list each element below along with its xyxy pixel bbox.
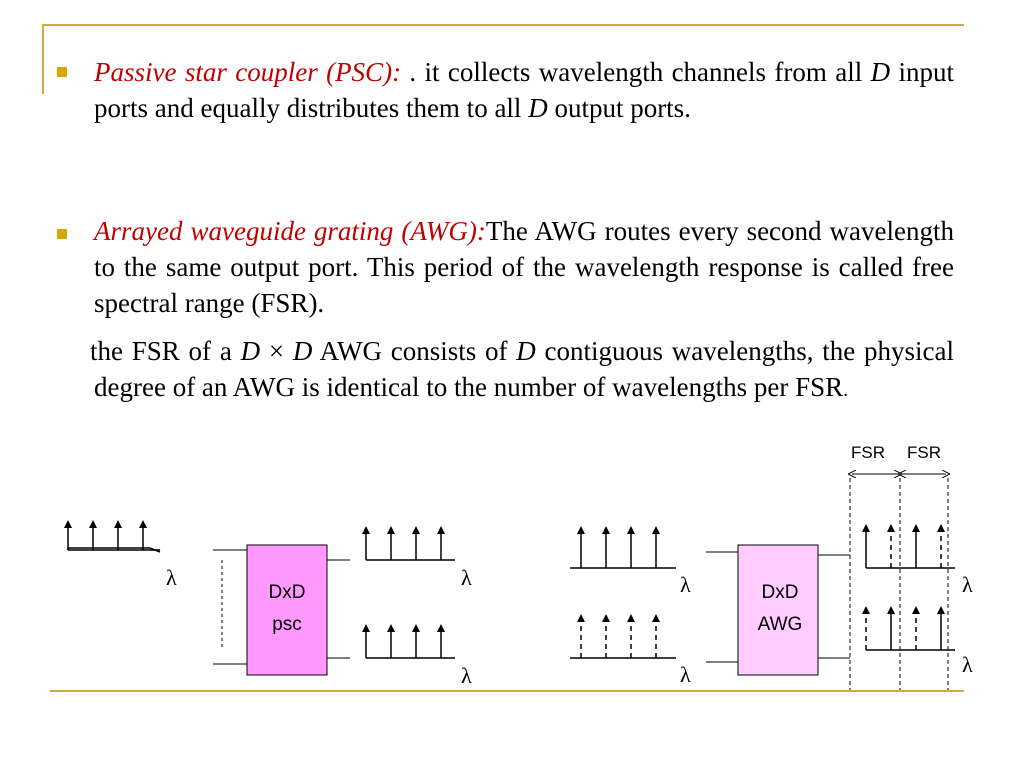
fsr-label: FSR (851, 443, 885, 462)
psc-box (246, 544, 328, 676)
bullet-marker (57, 67, 67, 77)
svg-text:λ: λ (962, 572, 973, 597)
bullet-awg: Arrayed waveguide grating (AWG):The AWG … (94, 216, 954, 318)
svg-text:λ: λ (461, 565, 472, 590)
top-border (42, 24, 964, 26)
psc-output-top: λ (362, 526, 472, 590)
svg-text:AWG: AWG (758, 614, 803, 635)
svg-text:psc: psc (272, 614, 302, 635)
fsr-paragraph: the FSR of a D × D AWG consists of D con… (90, 336, 954, 402)
svg-text:λ: λ (680, 572, 691, 597)
awg-box (737, 544, 819, 676)
awg-input-top: λ (570, 526, 691, 597)
svg-text:λ: λ (461, 663, 472, 688)
awg-input-bottom: λ (570, 614, 691, 687)
svg-text:λ: λ (680, 662, 691, 687)
psc-coupler: DxD psc (213, 544, 350, 676)
fsr-markers: FSR FSR (850, 443, 948, 690)
svg-text:DxD: DxD (762, 582, 799, 603)
awg-output-bottom: λ (862, 606, 973, 677)
psc-output-bottom: λ (362, 624, 472, 688)
awg-output-top: λ (862, 524, 973, 597)
left-border (42, 24, 44, 94)
bullet-psc: Passive star coupler (PSC): . it collect… (94, 57, 954, 123)
input-spectrum: λ (64, 520, 177, 590)
term-awg: Arrayed waveguide grating (AWG) (94, 216, 477, 246)
svg-text:DxD: DxD (269, 582, 306, 603)
term-psc: Passive star coupler (PSC) (94, 57, 393, 87)
bullet-marker (57, 229, 67, 239)
svg-text:λ: λ (962, 652, 973, 677)
lambda-label: λ (166, 565, 177, 590)
bottom-border (50, 690, 964, 692)
fsr-label: FSR (907, 443, 941, 462)
awg-router: DxD AWG (706, 544, 850, 676)
